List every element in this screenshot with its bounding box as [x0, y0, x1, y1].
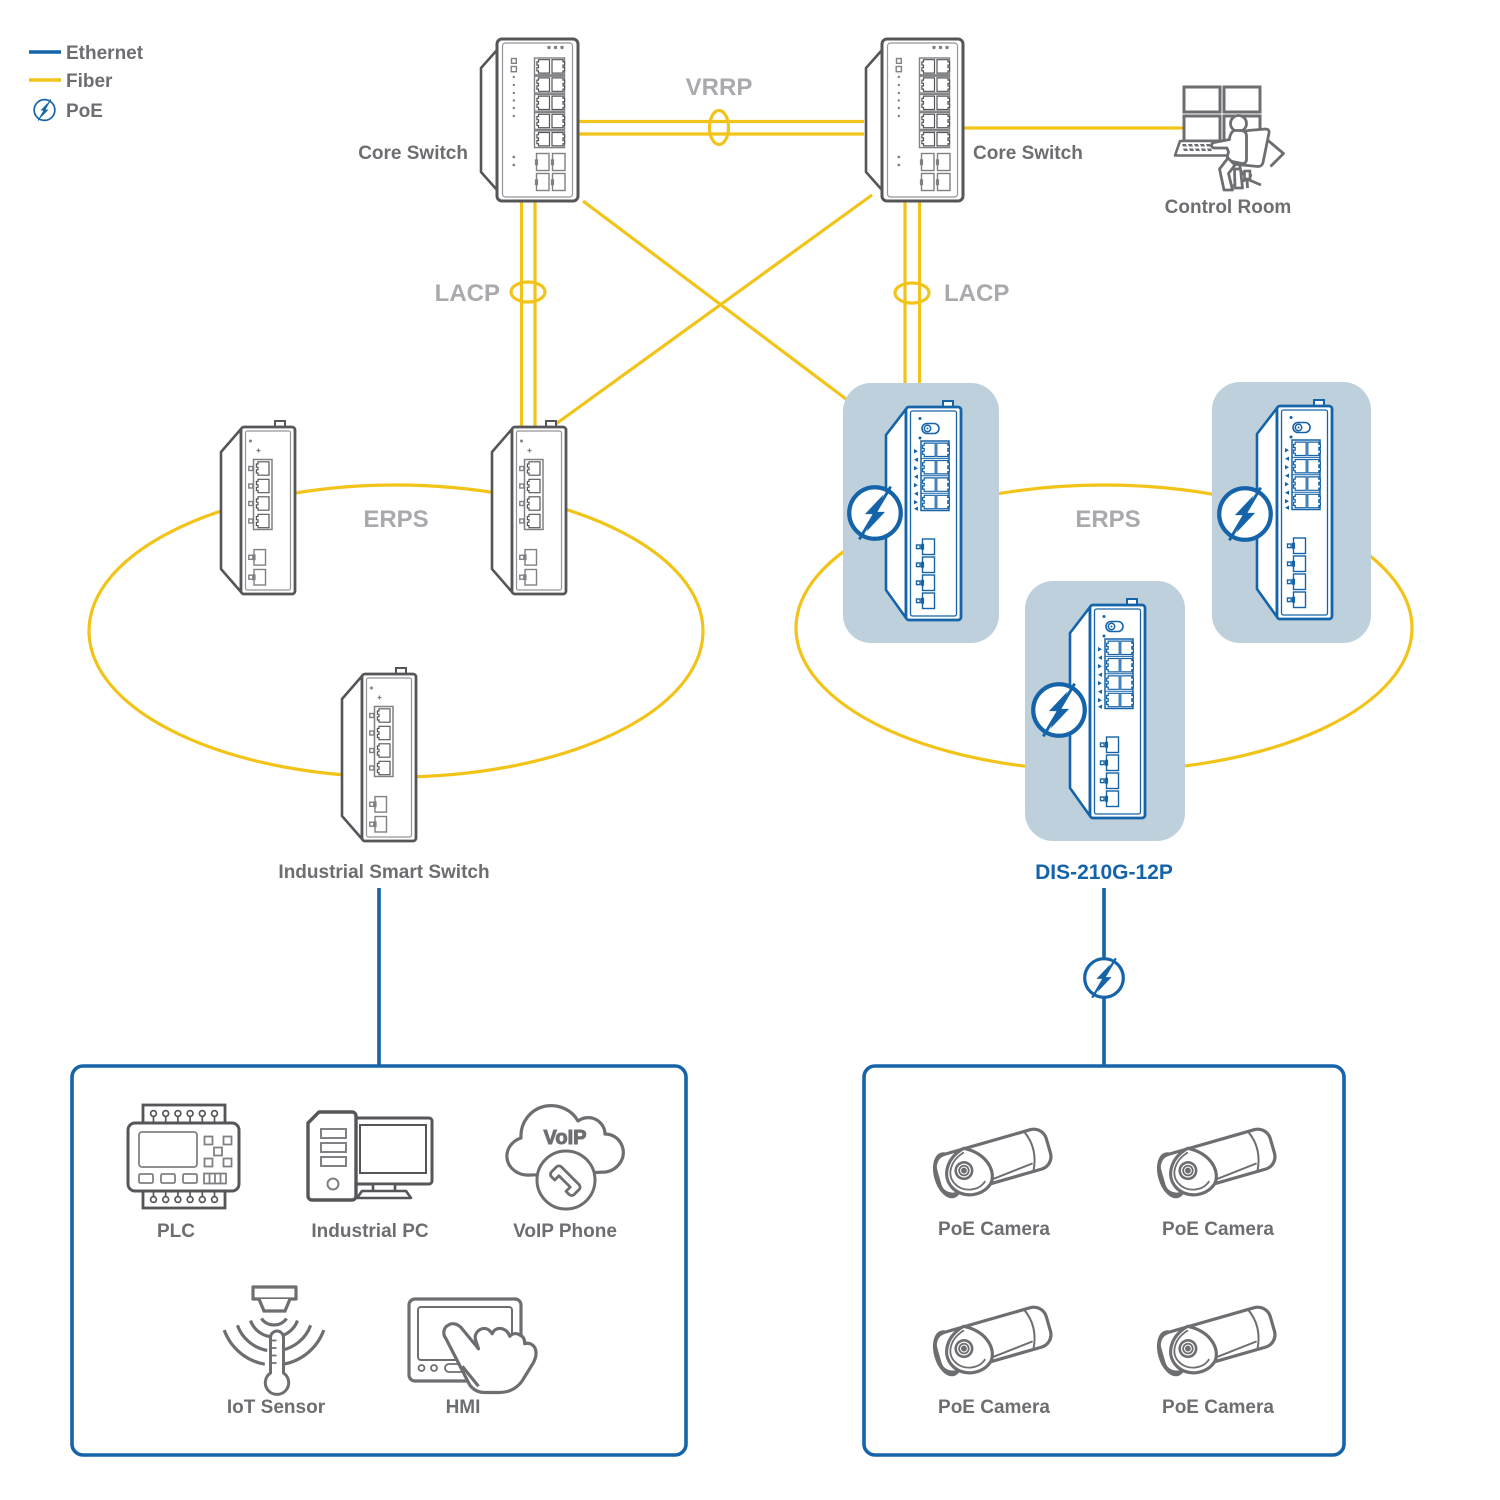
svg-text:VRRP: VRRP	[686, 74, 753, 101]
svg-text:VoIP Phone: VoIP Phone	[513, 1221, 617, 1242]
svg-text:DIS-210G-12P: DIS-210G-12P	[1035, 861, 1173, 884]
svg-text:PoE Camera: PoE Camera	[938, 1219, 1050, 1240]
svg-text:LACP: LACP	[435, 280, 500, 307]
svg-text:Fiber: Fiber	[66, 71, 113, 92]
svg-text:PoE Camera: PoE Camera	[1162, 1397, 1274, 1418]
svg-text:ERPS: ERPS	[363, 506, 428, 533]
svg-text:PoE Camera: PoE Camera	[1162, 1219, 1274, 1240]
svg-text:Core Switch: Core Switch	[973, 143, 1083, 164]
svg-text:LACP: LACP	[944, 280, 1009, 307]
svg-text:VoIP: VoIP	[544, 1127, 587, 1149]
svg-text:PLC: PLC	[157, 1221, 195, 1242]
svg-text:PoE Camera: PoE Camera	[938, 1397, 1050, 1418]
svg-text:Control Room: Control Room	[1165, 197, 1292, 218]
svg-text:ERPS: ERPS	[1075, 506, 1140, 533]
svg-text:Industrial Smart Switch: Industrial Smart Switch	[278, 862, 489, 883]
svg-text:IoT Sensor: IoT Sensor	[227, 1397, 326, 1418]
svg-text:HMI: HMI	[446, 1397, 481, 1418]
svg-text:Industrial PC: Industrial PC	[311, 1221, 428, 1242]
svg-text:Core Switch: Core Switch	[358, 143, 468, 164]
svg-text:PoE: PoE	[66, 101, 103, 122]
svg-text:Ethernet: Ethernet	[66, 43, 144, 64]
